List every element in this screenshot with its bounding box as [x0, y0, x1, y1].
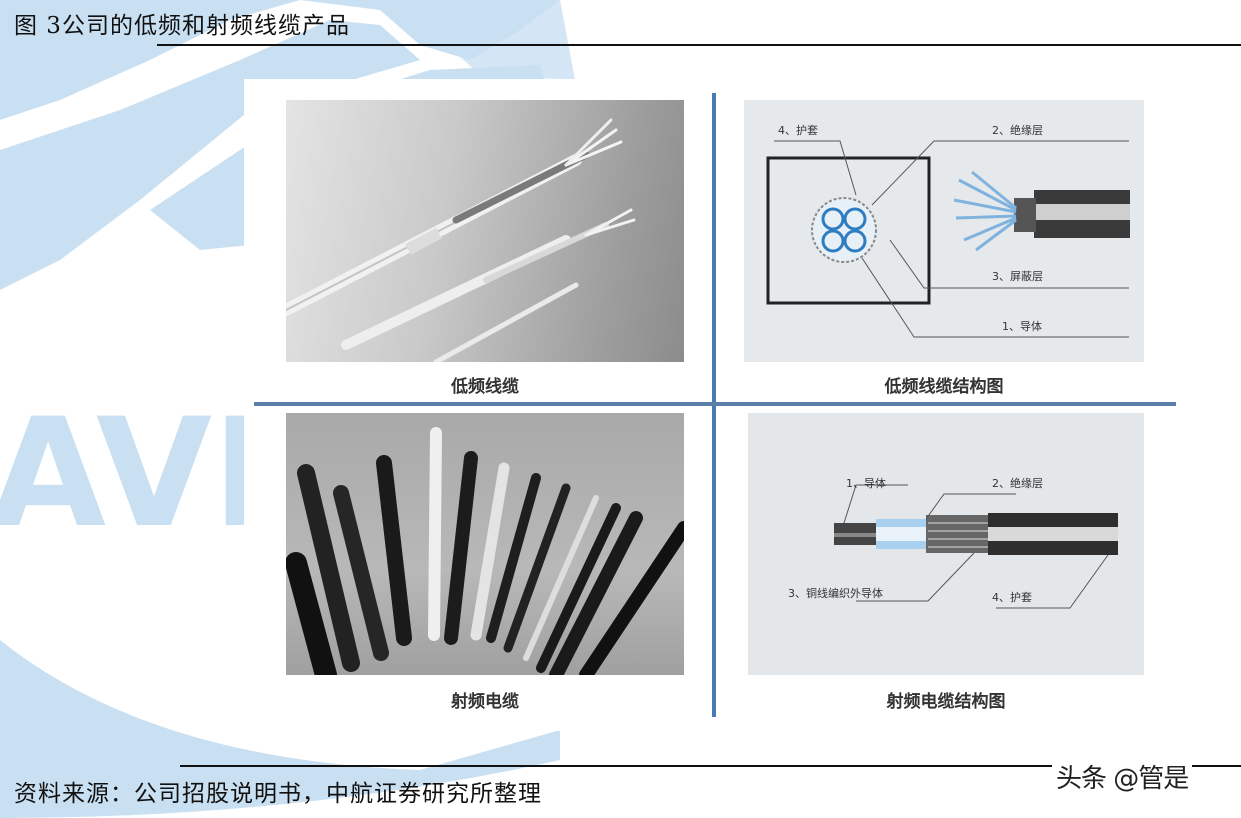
label-conductor: 1、导体: [846, 477, 886, 490]
low-freq-structure-cell: 4、护套 2、绝缘层 3、屏蔽层 1、导体 低频线缆结构图: [744, 100, 1144, 400]
bottom-rule: [180, 765, 1241, 767]
watermark-text: AVI: [0, 387, 268, 561]
credit-watermark: 头条 @管是: [1052, 758, 1193, 795]
rf-cable-photo: [286, 413, 684, 675]
rf-cable-cell: 射频电缆: [286, 413, 684, 721]
label-sheath: 4、护套: [992, 591, 1032, 604]
figure-panel: 低频线缆: [244, 79, 1188, 731]
rf-structure-cell: 1、导体 2、绝缘层 3、铜线编织外导体 4、护套 射频电缆结构图: [748, 413, 1144, 721]
low-freq-structure-diagram: 4、护套 2、绝缘层 3、屏蔽层 1、导体: [744, 100, 1144, 362]
label-conductor: 1、导体: [1002, 320, 1042, 333]
label-sheath: 4、护套: [778, 124, 818, 137]
rf-structure-diagram: 1、导体 2、绝缘层 3、铜线编织外导体 4、护套: [748, 413, 1144, 675]
label-shield: 3、屏蔽层: [992, 270, 1043, 283]
figure-title: 图 3公司的低频和射频线缆产品: [14, 13, 350, 39]
label-insulation: 2、绝缘层: [992, 477, 1043, 490]
horizontal-divider: [254, 402, 1176, 406]
low-freq-cable-cell: 低频线缆: [286, 100, 684, 400]
low-freq-cable-photo: [286, 100, 684, 362]
top-rule: [157, 44, 1241, 46]
rf-cable-caption: 射频电缆: [451, 692, 519, 712]
label-insulation: 2、绝缘层: [992, 124, 1043, 137]
source-note: 资料来源：公司招股说明书，中航证券研究所整理: [14, 781, 542, 807]
low-freq-cable-caption: 低频线缆: [451, 377, 519, 397]
label-copper-braid: 3、铜线编织外导体: [788, 587, 883, 600]
rf-structure-caption: 射频电缆结构图: [886, 692, 1006, 712]
low-freq-structure-caption: 低频线缆结构图: [884, 377, 1004, 397]
